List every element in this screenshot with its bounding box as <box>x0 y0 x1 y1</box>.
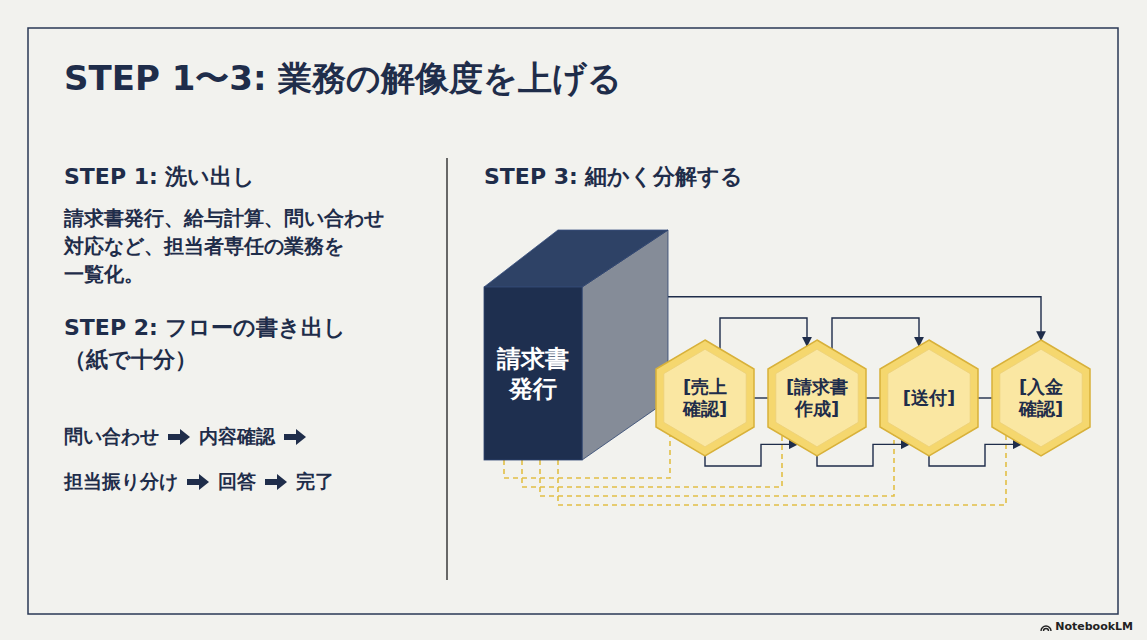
flow-step: 問い合わせ <box>64 424 159 450</box>
subtask-name: [入金 確認] <box>1019 376 1063 421</box>
hex-inner-face <box>776 349 858 446</box>
hex-outline <box>880 340 978 456</box>
flow-step: 完了 <box>296 469 334 495</box>
flow-connector <box>978 397 992 398</box>
subtask-hex: [送付] <box>880 340 978 456</box>
arrow-shape <box>265 474 287 490</box>
cube-front-face <box>484 287 582 460</box>
hex-outline <box>992 340 1090 456</box>
node-label-area: 請求書 発行 <box>484 287 582 460</box>
node-label-area: [売上 確認] <box>656 340 754 456</box>
flow-connector <box>754 397 768 398</box>
task-cube: 請求書 発行 <box>484 230 668 460</box>
step-heading: STEP 1: 洗い出し <box>64 163 255 192</box>
flow-step: 内容確認 <box>199 424 275 450</box>
flow-arrow <box>284 429 306 445</box>
slide-frame <box>28 28 1118 614</box>
subtask-name: [売上 確認] <box>683 376 727 421</box>
task-name: 請求書 発行 <box>497 344 569 404</box>
flow-step: 回答 <box>218 469 256 495</box>
hex-outline <box>768 340 866 456</box>
arrow-shape <box>284 429 306 445</box>
node-label-area: [請求書 作成] <box>768 340 866 456</box>
step-description: 請求書発行、給与計算、問い合わせ 対応など、担当者専任の業務を 一覧化。 <box>64 204 409 288</box>
step-heading: STEP 3: 細かく分解する <box>484 163 743 192</box>
flow-arrow <box>187 474 209 490</box>
hex-inner-face <box>1000 349 1082 446</box>
subtask-hex: [売上 確認] <box>656 340 754 456</box>
subtask-hex: [入金 確認] <box>992 340 1090 456</box>
subtask-name: [請求書 作成] <box>786 376 848 421</box>
flow-arrow <box>168 429 190 445</box>
flow-connector <box>720 318 807 349</box>
hex-inner-face <box>888 349 970 446</box>
column-divider <box>446 158 448 580</box>
flow-connector <box>832 318 919 349</box>
arrow-shape <box>187 474 209 490</box>
hex-inner-face <box>664 349 746 446</box>
flow-row: 担当振り分け 回答 完了 <box>64 469 334 495</box>
subtask-hex: [請求書 作成] <box>768 340 866 456</box>
flow-step: 担当振り分け <box>64 469 178 495</box>
flow-arrow <box>265 474 287 490</box>
flow-connector <box>866 397 880 398</box>
watermark-text: NotebookLM <box>1055 620 1133 633</box>
icon-arc <box>1041 626 1051 631</box>
cube-side-face <box>582 230 668 460</box>
slide-title: STEP 1〜3: 業務の解像度を上げる <box>64 56 622 102</box>
node-label-area: [送付] <box>880 340 978 456</box>
watermark-icon <box>1040 622 1052 632</box>
subtask-name: [送付] <box>903 387 955 410</box>
watermark: NotebookLM <box>1040 620 1133 633</box>
node-label-area: [入金 確認] <box>992 340 1090 456</box>
arrow-shape <box>168 429 190 445</box>
step-heading: STEP 2: フローの書き出し（紙で十分） <box>64 312 404 376</box>
flow-row: 問い合わせ 内容確認 <box>64 424 315 450</box>
hex-outline <box>656 340 754 456</box>
